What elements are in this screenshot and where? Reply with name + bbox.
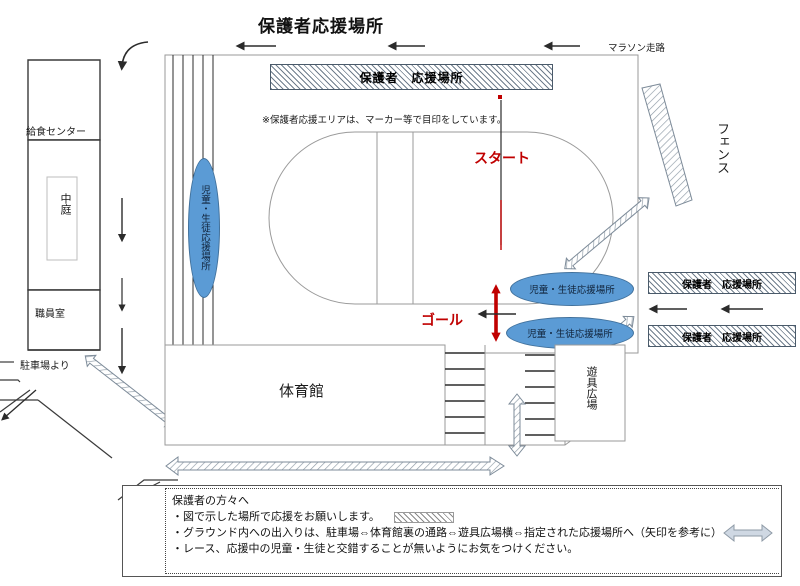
curved-arrow-icon — [117, 41, 149, 71]
double-arrow-icon-behind-gym — [165, 456, 505, 476]
banner-label: 保護者 応援場所 — [682, 279, 762, 291]
course-direction-arrows-right — [648, 304, 763, 314]
start-goal-line — [500, 100, 502, 250]
label-goal: ゴール — [421, 312, 463, 328]
parking-entry-path — [0, 361, 113, 459]
label-fence: フェンス — [715, 122, 730, 174]
course-direction-arrows-mid — [477, 309, 516, 319]
double-arrow-icon-goal — [491, 284, 501, 342]
school-building-outline — [27, 59, 101, 351]
double-arrow-icon-gym-playground — [507, 393, 527, 457]
banner-label: 保護者 応援場所 — [359, 70, 464, 85]
legend-line-1-text: ・図で示した場所で応援をお願いします。 — [172, 511, 380, 523]
legend-heading: 保護者の方々へ — [172, 495, 249, 507]
course-direction-arrows-top — [235, 41, 580, 51]
corridor-flow-arrows — [117, 41, 149, 375]
legend-line-3: ・レース、応援中の児童・生徒と交錯することが無いようにお気をつけください。 — [172, 543, 579, 555]
label-gymnasium: 体育館 — [279, 383, 325, 400]
playground-outline — [554, 344, 626, 442]
marker-ticks — [498, 95, 502, 99]
page-title: 保護者応援場所 — [258, 17, 384, 36]
banner-label: 保護者 応援場所 — [682, 332, 762, 344]
hatch-legend-swatch — [394, 512, 454, 523]
legend-inner: 保護者の方々へ ・図で示した場所で応援をお願いします。 ・グラウンド内への出入り… — [165, 488, 779, 574]
banner-right-guardian-lower: 保護者 応援場所 — [648, 325, 796, 347]
legend-line-1: ・図で示した場所で応援をお願いします。 — [172, 509, 779, 525]
label-playground: 遊具広場 — [585, 366, 597, 410]
double-arrow-icon-upper-right — [564, 197, 650, 270]
marker-note: ※保護者応援エリアは、マーカー等で目印をしています。 — [262, 115, 507, 126]
label-staff-room: 職員室 — [35, 309, 65, 320]
fence-corridor-path — [641, 83, 693, 207]
oval-left-student-cheer-zone: 児童・生徒応援場所 — [188, 158, 220, 298]
label-courtyard: 中庭 — [59, 193, 71, 215]
legend-line-2: ・グラウンド内への出入りは、駐車場⇔体育館裏の通路⇔遊具広場横⇔指定された応援場… — [172, 527, 722, 539]
arrow-left-icon — [1, 389, 37, 421]
legend-box: 保護者の方々へ ・図で示した場所で応援をお願いします。 ・グラウンド内への出入り… — [122, 485, 782, 577]
label-from-parking: 駐車場より — [20, 361, 70, 372]
running-track-oval — [268, 131, 614, 305]
label-marathon-course: マラソン走路 — [608, 43, 666, 54]
banner-top-guardian-cheer-zone: 保護者 応援場所 — [270, 64, 553, 90]
oval-label: 児童・生徒応援場所 — [527, 329, 613, 340]
label-start: スタート — [474, 150, 530, 166]
oval-label: 児童・生徒応援場所 — [529, 285, 615, 296]
double-arrow-icon-legend — [723, 523, 773, 543]
oval-mid-student-cheer-zone-upper: 児童・生徒応援場所 — [510, 272, 634, 306]
oval-label: 児童・生徒応援場所 — [199, 185, 210, 271]
banner-right-guardian-upper: 保護者 応援場所 — [648, 272, 796, 294]
label-lunch-center: 給食センター — [26, 127, 86, 138]
